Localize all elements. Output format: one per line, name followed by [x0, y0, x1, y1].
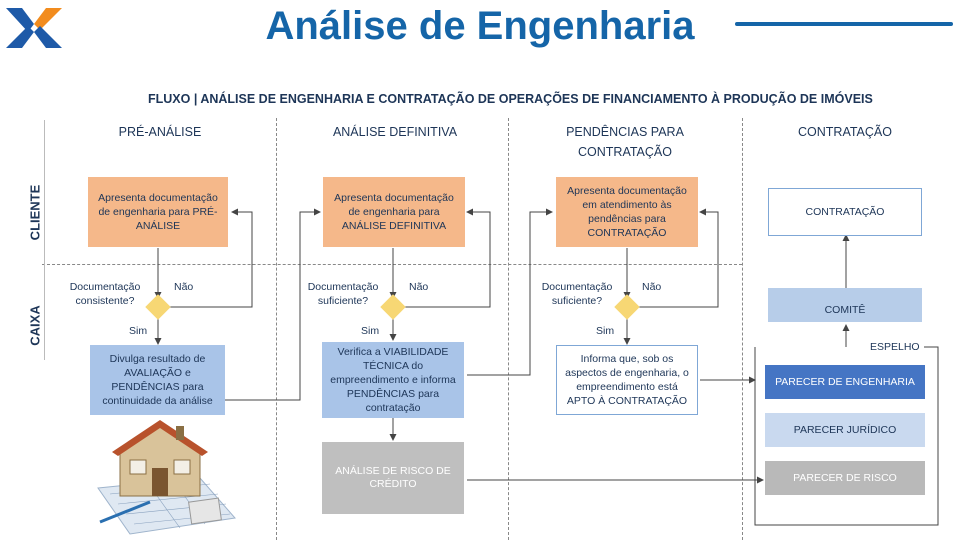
caixa-box-parecer-juridico: PARECER JURÍDICO [765, 413, 925, 447]
espelho-label: ESPELHO [866, 340, 924, 354]
caixa-box-parecer-risco: PARECER DE RISCO [765, 461, 925, 495]
column-header-pendencias: PENDÊNCIAS PARA CONTRATAÇÃO [566, 125, 684, 159]
lane-divider-vertical [44, 120, 45, 360]
decision-yes-pendencias: Sim [596, 325, 615, 337]
caixa-x-logo-icon [6, 8, 62, 48]
decision-no-pre: Não [174, 281, 194, 293]
decision-question-pre: Documentação consistente? [69, 281, 141, 307]
column-header-contratacao: CONTRATAÇÃO [798, 125, 892, 139]
column-header-analise-definitiva: ANÁLISE DEFINITIVA [332, 125, 458, 139]
caixa-box-risco-credito: ANÁLISE DE RISCO DE CRÉDITO [322, 442, 464, 514]
caixa-box-divulga-resultado: Divulga resultado de AVALIAÇÃO e PENDÊNC… [90, 345, 225, 415]
lane-divider [42, 264, 742, 265]
title-underline [735, 22, 953, 26]
decision-no-pendencias: Não [642, 281, 662, 293]
arrow-pend-no-loop [639, 208, 719, 308]
espelho-bracket [754, 346, 939, 526]
decision-no-definitiva: Não [409, 281, 429, 293]
caixa-box-comite: COMITÊ [768, 288, 922, 322]
column-divider-3 [742, 118, 743, 540]
column-header-pre-analise: PRÉ-ANÁLISE [118, 125, 202, 139]
cliente-box-analise-definitiva: Apresenta documentação de engenharia par… [323, 177, 465, 247]
arrow-pre-to-def [225, 208, 321, 401]
decision-question-pendencias: Documentação suficiente? [541, 281, 613, 307]
house-blueprint-illustration-icon [97, 420, 236, 535]
page-subtitle: FLUXO | ANÁLISE DE ENGENHARIA E CONTRATA… [148, 92, 873, 106]
arrow-pre-no-loop [170, 208, 253, 308]
decision-yes-pre: Sim [129, 325, 148, 337]
arrow-def-to-pend [467, 208, 553, 376]
decision-question-definitiva: Documentação suficiente? [307, 281, 379, 307]
caixa-box-apto-contratacao: Informa que, sob os aspectos de engenhar… [556, 345, 698, 415]
cliente-box-pre-analise: Apresenta documentação de engenharia par… [88, 177, 228, 247]
caixa-box-parecer-engenharia: PARECER DE ENGENHARIA [765, 365, 925, 399]
caixa-box-viabilidade: Verifica a VIABILIDADE TÉCNICA do empree… [322, 342, 464, 418]
column-divider-2 [508, 118, 509, 540]
cliente-box-contratacao: CONTRATAÇÃO [768, 188, 922, 236]
column-divider-1 [276, 118, 277, 540]
page-title: Análise de Engenharia [265, 4, 695, 48]
arrow-def-no-loop [405, 208, 491, 308]
decision-yes-definitiva: Sim [361, 325, 380, 337]
cliente-box-pendencias: Apresenta documentação em atendimento às… [556, 177, 698, 247]
